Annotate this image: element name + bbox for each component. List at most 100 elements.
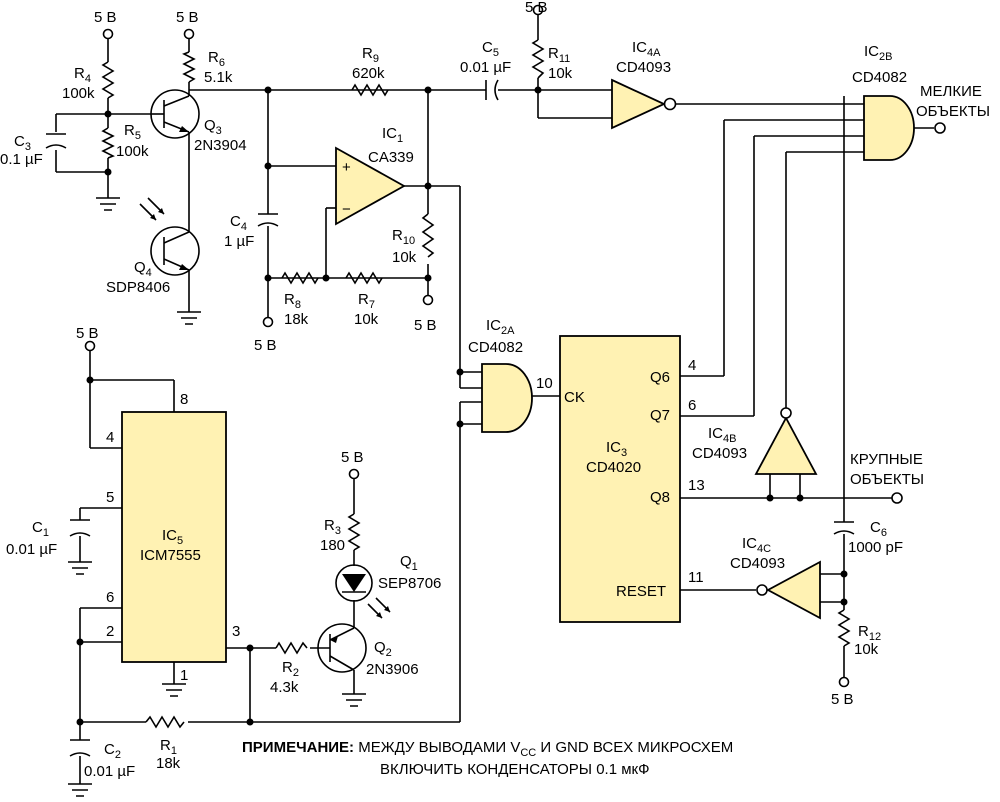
r7-ref-sub: 7 bbox=[369, 299, 375, 311]
ic3-ref-sub: 3 bbox=[621, 447, 627, 459]
ic4b-ref: IC bbox=[708, 425, 723, 442]
note-line1-b: И GND ВСЕХ МИКРОСХЕМ bbox=[536, 739, 733, 756]
ground-symbols bbox=[68, 197, 366, 797]
ic5-pin-5: 5 bbox=[106, 489, 114, 506]
wires bbox=[55, 14, 934, 784]
svg-text:C5: C5 bbox=[482, 39, 499, 59]
svg-text:R2: R2 bbox=[282, 659, 299, 679]
q2-ref-sub: 2 bbox=[386, 647, 392, 659]
svg-text:R8: R8 bbox=[284, 291, 301, 311]
footnote: ПРИМЕЧАНИЕ: МЕЖДУ ВЫВОДАМИ VCC И GND ВСЕ… bbox=[242, 739, 733, 778]
supply-label-r12: 5 В bbox=[831, 691, 854, 708]
c1-ref: C bbox=[32, 519, 43, 536]
svg-text:Q1: Q1 bbox=[400, 553, 418, 573]
ic5-timer: IC5 ICM7555 8 4 5 6 2 3 1 bbox=[106, 391, 240, 684]
r2-ref-sub: 2 bbox=[293, 667, 299, 679]
r5-ref-sub: 5 bbox=[135, 130, 141, 142]
r1-ref-sub: 1 bbox=[171, 745, 177, 757]
r11-ref: R bbox=[548, 45, 559, 62]
r1-value: 18k bbox=[156, 755, 181, 772]
supply-label-r6: 5 В bbox=[176, 9, 199, 26]
ic4b-gate: IC4B CD4093 bbox=[692, 407, 818, 475]
r9-ref-sub: 9 bbox=[373, 53, 379, 65]
q3-ref-sub: 3 bbox=[216, 125, 222, 137]
ic3-num-reset: 11 bbox=[688, 569, 704, 586]
c6-value: 1000 pF bbox=[848, 539, 903, 556]
r8-ref: R bbox=[284, 291, 295, 308]
r2-value: 4.3k bbox=[270, 679, 299, 696]
note-line1-sub: CC bbox=[520, 747, 536, 759]
svg-text:IC2B: IC2B bbox=[864, 43, 892, 63]
ic1-minus-label: − bbox=[342, 201, 351, 218]
svg-text:ПРИМЕЧАНИЕ: МЕЖДУ ВЫВОДАМИ VCC: ПРИМЕЧАНИЕ: МЕЖДУ ВЫВОДАМИ VCC И GND ВСЕ… bbox=[242, 739, 733, 759]
ic4b-part: CD4093 bbox=[692, 445, 747, 462]
q4-part: SDP8406 bbox=[106, 279, 170, 296]
ic1-ref: IC bbox=[382, 125, 397, 142]
q2-ref: Q bbox=[374, 639, 386, 656]
c2-ref: C bbox=[104, 741, 115, 758]
ic5-pin-6: 6 bbox=[106, 589, 114, 606]
r12-ref-sub: 12 bbox=[869, 631, 881, 643]
svg-text:IC4B: IC4B bbox=[708, 425, 736, 445]
led-q1 bbox=[335, 564, 391, 619]
c4-ref: C bbox=[230, 213, 241, 230]
ic4c-gate: IC4C CD4093 bbox=[730, 535, 821, 620]
ic3-pin-reset: RESET bbox=[616, 583, 666, 600]
ic3-part: CD4020 bbox=[586, 459, 641, 476]
c4-value: 1 µF bbox=[224, 233, 254, 250]
svg-text:C4: C4 bbox=[230, 213, 247, 233]
output-large-line2: ОБЪЕКТЫ bbox=[850, 471, 924, 488]
ic2a-pin-10: 10 bbox=[536, 375, 553, 392]
supply-label-r7: 5 В bbox=[414, 317, 437, 334]
ic5-part: ICM7555 bbox=[140, 547, 201, 564]
junction-dots bbox=[76, 86, 848, 726]
ic3-pin-q7: Q7 bbox=[650, 407, 670, 424]
ic2a-ref-sub: 2A bbox=[501, 325, 515, 337]
component-labels: R4 100k R5 100k C3 0.1 µF R6 5.1k Q3 2N3… bbox=[0, 39, 903, 780]
r7-ref: R bbox=[358, 291, 369, 308]
ic1-plus-label: + bbox=[342, 159, 351, 176]
svg-text:Q4: Q4 bbox=[134, 259, 152, 279]
ic2b-ref: IC bbox=[864, 43, 879, 60]
ic3-pin-q8: Q8 bbox=[650, 489, 670, 506]
svg-text:IC1: IC1 bbox=[382, 125, 403, 145]
ic3-pin-ck: CK bbox=[564, 389, 585, 406]
ic5-pin-8: 8 bbox=[180, 391, 188, 408]
r9-value: 620k bbox=[352, 65, 385, 82]
svg-text:IC2A: IC2A bbox=[486, 317, 515, 337]
ic4a-ref-sub: 4A bbox=[647, 47, 661, 59]
svg-text:Q2: Q2 bbox=[374, 639, 392, 659]
ic5-ref-sub: 5 bbox=[177, 535, 183, 547]
svg-text:Q3: Q3 bbox=[204, 117, 222, 137]
ic4a-part: CD4093 bbox=[616, 59, 671, 76]
ic4a-ref: IC bbox=[632, 39, 647, 56]
c2-value: 0.01 µF bbox=[84, 763, 135, 780]
note-line1-a: МЕЖДУ ВЫВОДАМИ V bbox=[358, 739, 520, 756]
svg-text:IC4A: IC4A bbox=[632, 39, 661, 59]
svg-text:R12: R12 bbox=[858, 623, 881, 643]
supply-label-r4: 5 В bbox=[94, 9, 117, 26]
ic2a-gate: IC2A CD4082 10 bbox=[468, 317, 553, 433]
ic1-ref-sub: 1 bbox=[397, 133, 403, 145]
ic4b-ref-sub: 4B bbox=[723, 433, 736, 445]
svg-text:IC3: IC3 bbox=[606, 439, 627, 459]
c2-ref-sub: 2 bbox=[115, 749, 121, 761]
r10-ref: R bbox=[392, 227, 403, 244]
c3-value: 0.1 µF bbox=[0, 151, 43, 168]
output-small-line2: ОБЪЕКТЫ bbox=[916, 103, 990, 120]
q4-ref: Q bbox=[134, 259, 146, 276]
ic5-pin-2: 2 bbox=[106, 623, 114, 640]
svg-text:R9: R9 bbox=[362, 45, 379, 65]
transistor-q4 bbox=[139, 197, 200, 276]
r4-ref: R bbox=[74, 65, 85, 82]
q1-part: SEP8706 bbox=[378, 575, 441, 592]
q4-ref-sub: 4 bbox=[146, 267, 152, 279]
c1-ref-sub: 1 bbox=[43, 527, 49, 539]
supply-label-r3: 5 В bbox=[341, 449, 364, 466]
r8-ref-sub: 8 bbox=[295, 299, 301, 311]
svg-text:IC4C: IC4C bbox=[742, 535, 771, 555]
ic5-pin-1: 1 bbox=[180, 667, 188, 684]
r8-value: 18k bbox=[284, 311, 309, 328]
r10-ref-sub: 10 bbox=[403, 235, 415, 247]
